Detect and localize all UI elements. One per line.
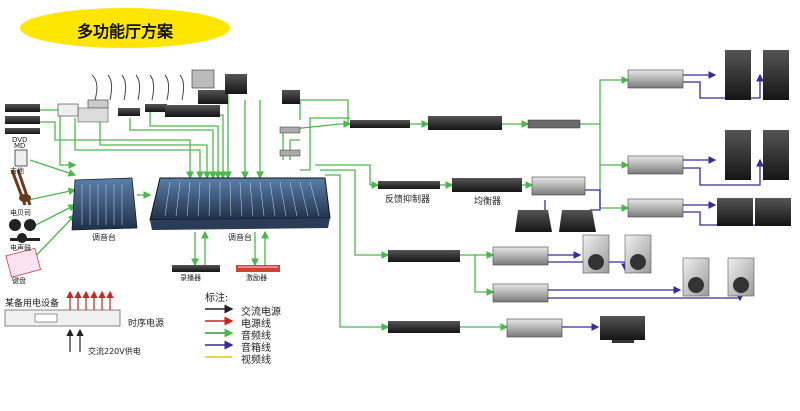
title-banner: 多功能厅方案	[20, 8, 230, 48]
bass-label: 电贝司	[10, 209, 31, 217]
main-mixer	[149, 177, 331, 230]
keyboard-label: 键盘	[12, 277, 26, 285]
legend-item-video: 视频线	[241, 355, 271, 366]
md-label: MD	[14, 142, 26, 150]
equalizer-label: 均衡器	[474, 197, 502, 207]
drums-label: 电声鼓	[10, 244, 31, 252]
legend-item-ac: 交流电源	[241, 307, 281, 318]
legend-lines	[205, 304, 234, 358]
exciter-device	[236, 265, 280, 272]
rack-devices	[279, 116, 581, 333]
legend-item-audio: 音频线	[241, 331, 271, 342]
left-sources	[5, 104, 42, 278]
recorder-label: 录播器	[180, 274, 201, 282]
top-devices	[57, 69, 300, 123]
legend-heading: 标注:	[205, 293, 229, 304]
legend-item-speaker: 音箱线	[241, 343, 271, 354]
small-mixer-label: 调音台	[92, 233, 116, 242]
monitor-display	[600, 316, 645, 343]
page-title: 多功能厅方案	[76, 22, 173, 41]
main-mixer-label: 调音台	[228, 233, 252, 242]
audio-lines	[27, 76, 630, 331]
microphones	[91, 74, 185, 101]
speakers	[515, 50, 791, 297]
legend-item-power: 电源线	[241, 319, 271, 330]
power-equipment-label: 某备用电设备	[5, 299, 60, 309]
exciter-label: 激励器	[246, 274, 267, 282]
guitar-label: 吉他	[10, 167, 24, 175]
dvd-label: DVD	[12, 136, 28, 144]
power-sequencer-label: 时序电源	[128, 319, 165, 329]
feedback-suppressor-label: 反馈抑制器	[385, 195, 431, 205]
amplifiers	[492, 69, 684, 338]
recorder-device	[172, 265, 220, 272]
ac-supply-label: 交流220V供电	[88, 347, 141, 356]
small-mixer	[71, 177, 138, 231]
power-sequencer	[4, 290, 121, 352]
